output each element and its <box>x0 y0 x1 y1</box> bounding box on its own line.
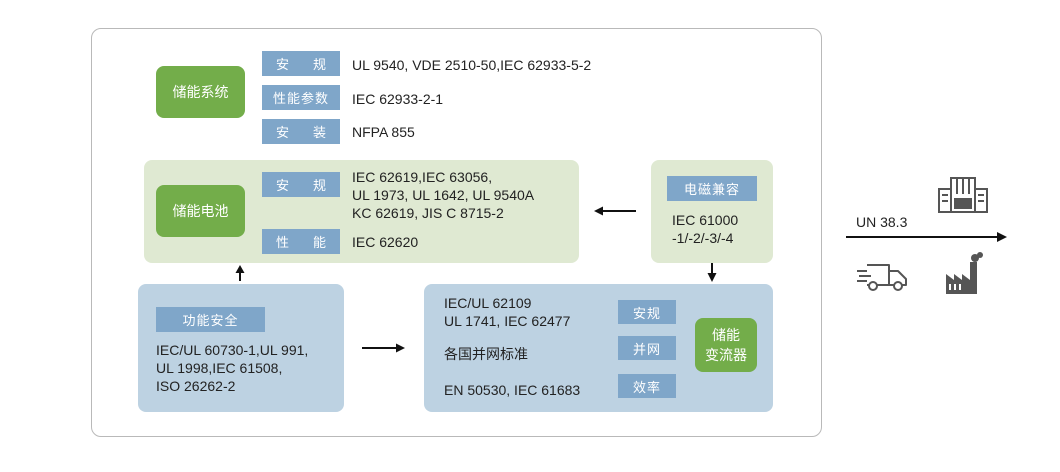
arrow-functional-to-converter <box>362 343 405 353</box>
system-safety-text: UL 9540, VDE 2510-50,IEC 62933-5-2 <box>352 57 592 73</box>
emc-tag: 电磁兼容 <box>667 176 757 201</box>
factory-icon <box>946 252 983 294</box>
system-performance-tag: 性能参数 <box>262 85 340 110</box>
converter-efficiency-tag: 效率 <box>618 374 676 398</box>
emc-text: IEC 61000 -1/-2/-3/-4 <box>672 212 739 246</box>
battery-safety-tag: 安规 <box>262 172 340 197</box>
functional-safety-text: IEC/UL 60730-1,UL 991, UL 1998,IEC 61508… <box>156 342 309 394</box>
converter-safety-tag: 安规 <box>618 300 676 324</box>
system-label: 储能系统 <box>156 66 245 118</box>
arrow-emc-to-battery <box>594 206 636 216</box>
battery-performance-text: IEC 62620 <box>352 234 419 250</box>
system-installation-tag: 安装 <box>262 119 340 144</box>
converter-label: 储能 变流器 <box>695 318 757 372</box>
converter-grid-tag: 并网 <box>618 336 676 360</box>
converter-grid-text: 各国并网标准 <box>444 346 528 362</box>
arrow-functional-to-battery <box>235 265 245 281</box>
functional-safety-panel <box>138 284 344 412</box>
system-performance-text: IEC 62933-2-1 <box>352 91 444 107</box>
battery-performance-tag: 性能 <box>262 229 340 254</box>
converter-efficiency-text: EN 50530, IEC 61683 <box>444 382 581 398</box>
converter-safety-text: IEC/UL 62109 UL 1741, IEC 62477 <box>444 295 571 329</box>
delivery-truck-icon <box>857 264 907 291</box>
battery-safety-text: IEC 62619,IEC 63056, UL 1973, UL 1642, U… <box>352 169 535 221</box>
arrow-transport <box>846 232 1007 242</box>
system-safety-tag: 安规 <box>262 51 340 76</box>
functional-safety-tag: 功能安全 <box>156 307 265 332</box>
transport-label: UN 38.3 <box>856 214 908 230</box>
building-icon <box>938 177 988 213</box>
battery-label: 储能电池 <box>156 185 245 237</box>
arrow-emc-to-converter <box>707 263 717 282</box>
system-installation-text: NFPA 855 <box>352 124 415 140</box>
